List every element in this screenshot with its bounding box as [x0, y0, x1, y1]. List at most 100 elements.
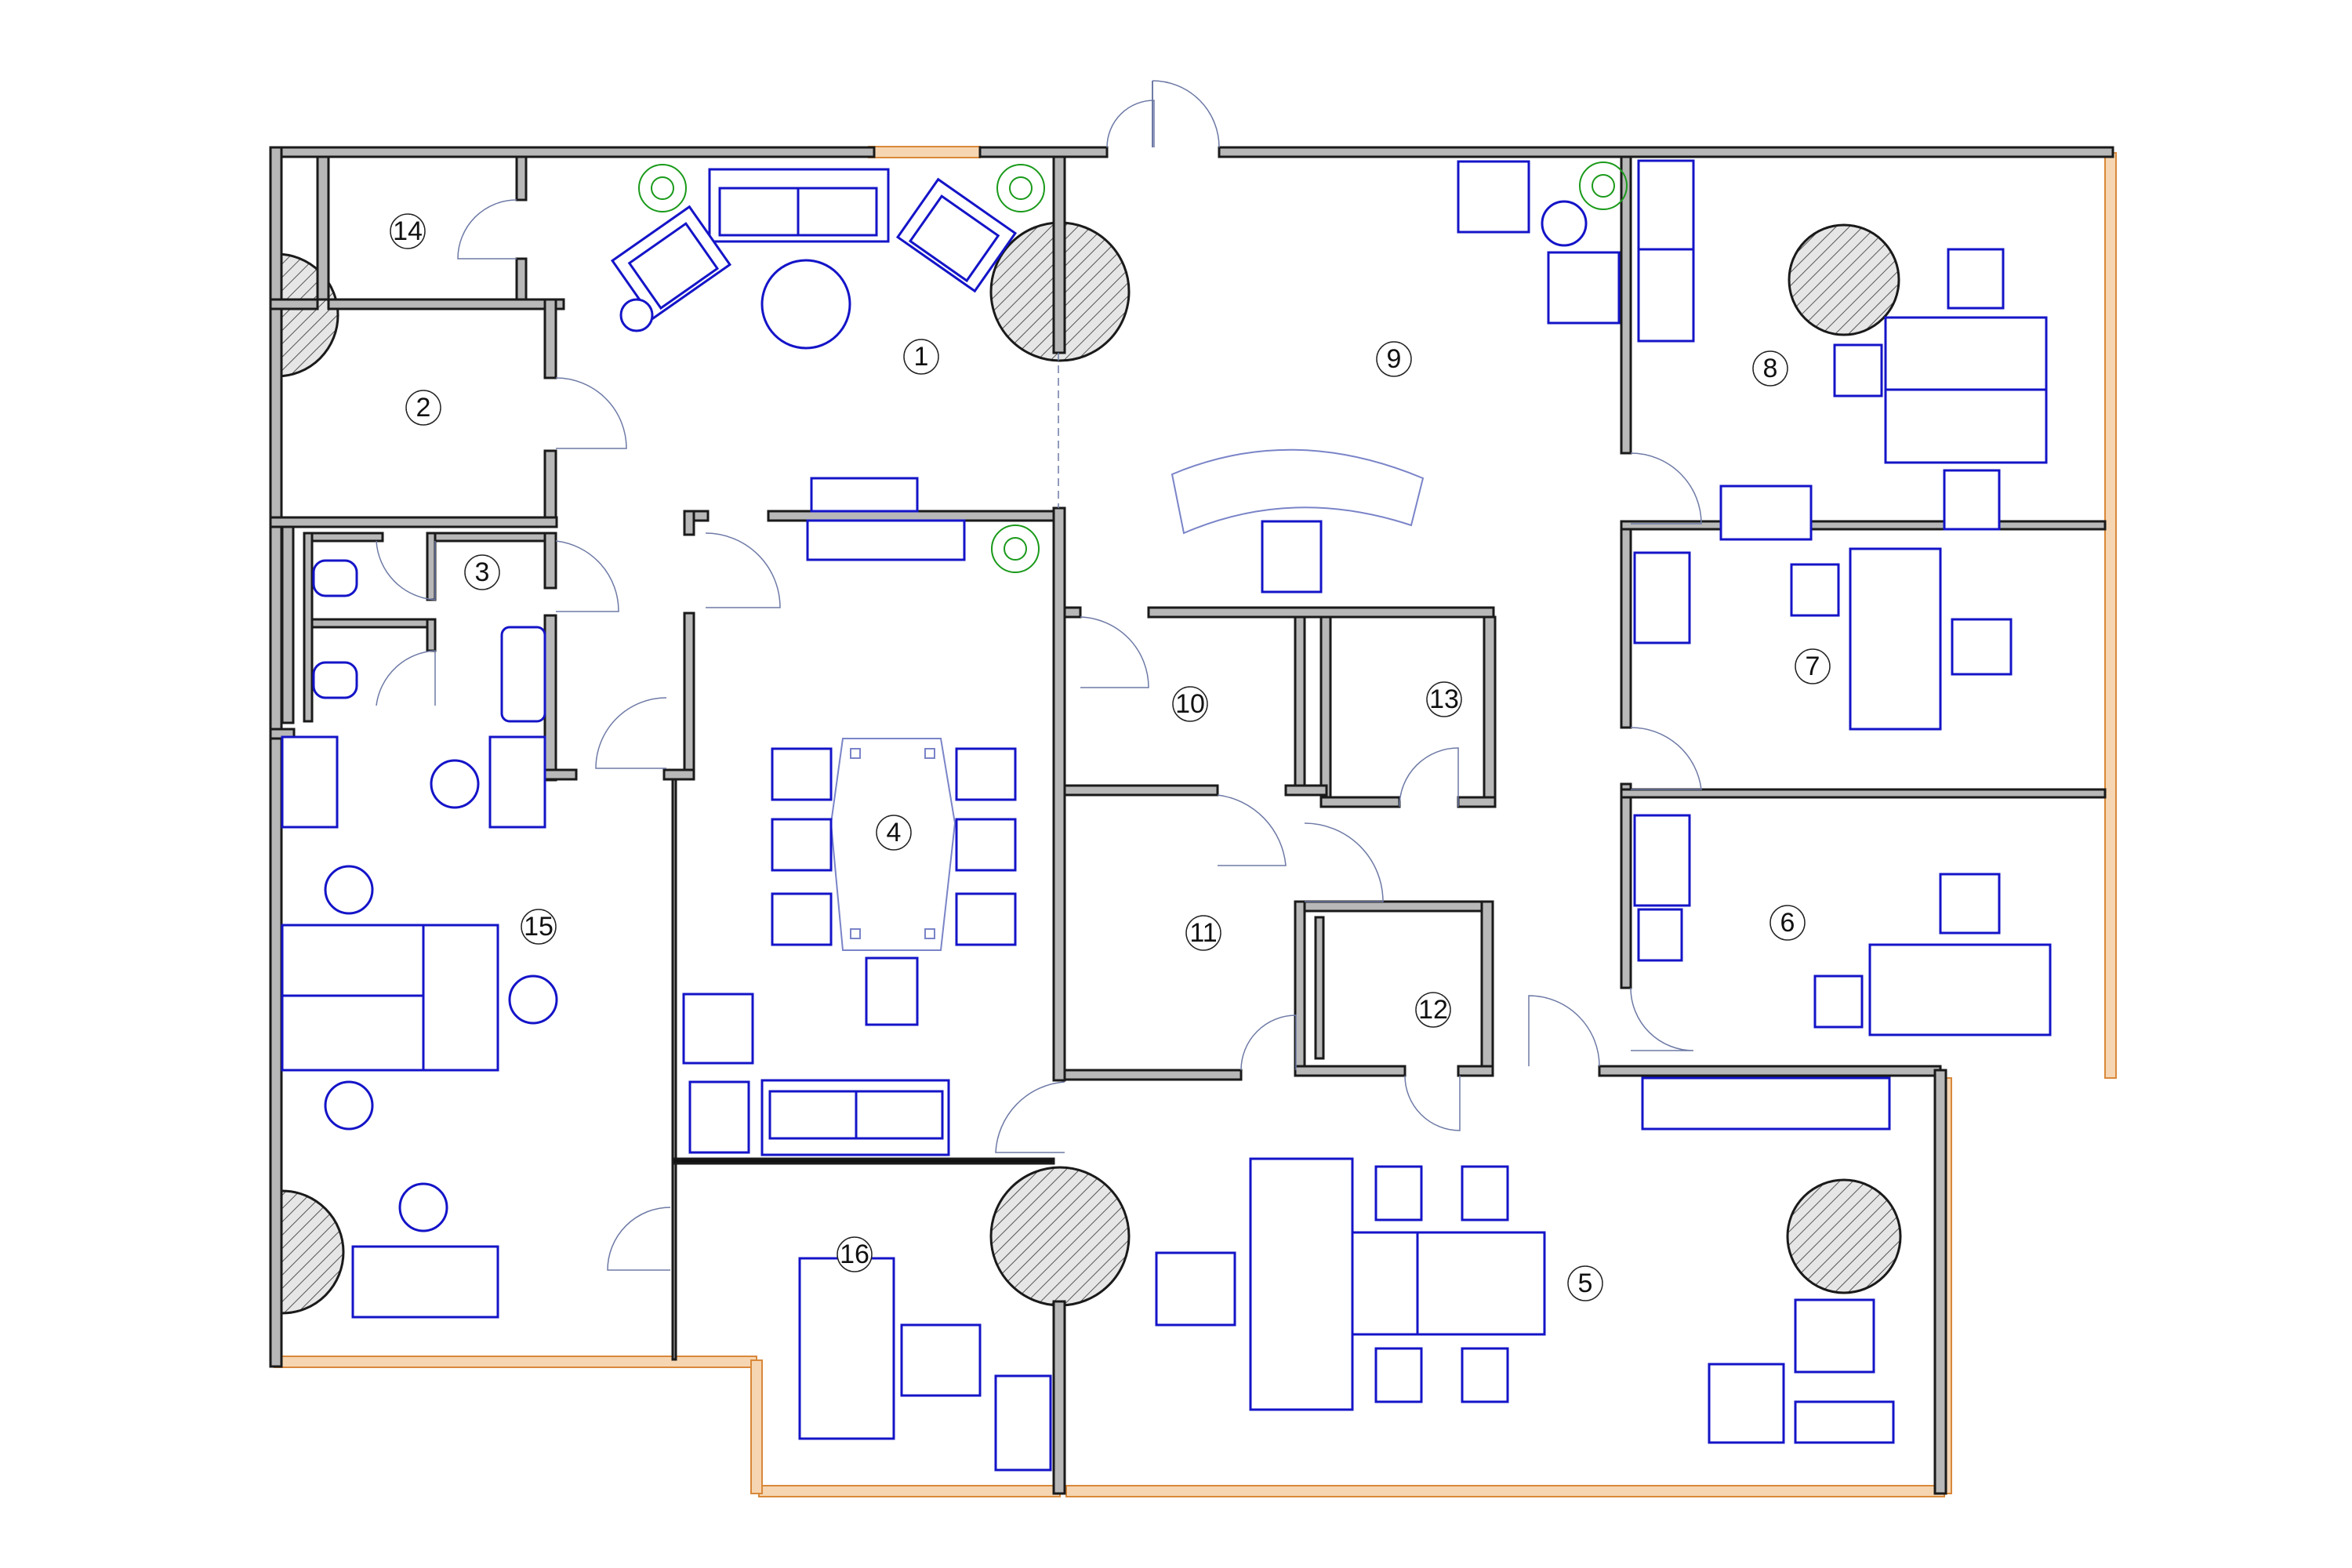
wall: [1147, 606, 1495, 619]
room-label-8: 8: [1752, 350, 1788, 387]
room-label-4: 4: [876, 815, 912, 851]
wall: [426, 532, 437, 601]
wall: [1483, 615, 1497, 799]
wall: [269, 516, 558, 528]
door-icon: [1152, 80, 1220, 148]
wall: [1063, 1069, 1243, 1081]
wall: [543, 298, 557, 379]
office-chair-icon: [1833, 343, 1883, 397]
wall: [1319, 615, 1332, 799]
armchair-icon: [1457, 160, 1530, 234]
cabinet-icon: [994, 1374, 1052, 1472]
plant-icon: [1579, 162, 1628, 210]
room-label-1: 1: [903, 339, 939, 375]
desk-icon: [422, 924, 499, 1072]
wall: [426, 618, 437, 652]
desk-icon: [281, 924, 425, 1072]
door-icon: [376, 540, 436, 601]
window-south-room15: [274, 1356, 757, 1368]
svg-text:12: 12: [1418, 995, 1448, 1025]
desk-icon: [1849, 547, 1942, 731]
room-label-13: 13: [1426, 681, 1462, 717]
plant-icon: [638, 164, 687, 212]
wall: [1052, 1300, 1066, 1495]
column-icon: [989, 1166, 1131, 1307]
door-icon: [1399, 747, 1459, 808]
meeting-chairs: [771, 747, 1017, 1026]
room-label-11: 11: [1185, 915, 1221, 951]
wall: [662, 768, 695, 781]
room-label-16: 16: [837, 1236, 873, 1272]
office-chair-icon: [1261, 520, 1323, 593]
wall: [434, 532, 546, 543]
wall: [1620, 520, 2107, 531]
svg-text:5: 5: [1578, 1269, 1593, 1298]
door-icon: [1630, 452, 1702, 524]
wall: [1620, 155, 1632, 455]
office-chair-icon: [324, 1080, 374, 1131]
wall: [1598, 1065, 1942, 1077]
sofa-icon: [708, 168, 890, 243]
door-icon: [1404, 1075, 1461, 1131]
wall: [671, 1157, 1055, 1165]
desk-icon: [488, 735, 546, 829]
wall: [281, 525, 295, 724]
side-table-icon: [688, 1080, 750, 1154]
office-chair-icon: [1951, 618, 2013, 676]
cabinet-icon: [1641, 1076, 1891, 1131]
plant-icon: [996, 164, 1045, 212]
armchair-icon: [865, 956, 919, 1026]
room-label-3: 3: [464, 554, 500, 590]
door-icon: [376, 650, 436, 706]
wall: [515, 155, 528, 201]
desk-icon: [798, 1257, 895, 1440]
door-icon: [457, 199, 517, 260]
cabinet-icon: [1633, 814, 1691, 907]
armchair-icon: [900, 1323, 982, 1397]
office-chair-icon: [1947, 248, 2005, 310]
office-chair-icon: [1943, 469, 2001, 531]
wall: [316, 155, 330, 301]
wall: [1052, 506, 1066, 1082]
armchair-icon: [955, 747, 1017, 801]
wall: [1284, 784, 1328, 797]
door-icon: [1106, 100, 1155, 148]
wall: [543, 614, 557, 782]
room-label-14: 14: [390, 213, 426, 249]
cabinet-icon: [1637, 159, 1695, 343]
office-chair-icon: [1637, 908, 1683, 962]
coffee-table-icon: [760, 259, 851, 350]
wall: [1063, 606, 1082, 619]
office-chair-icon: [1813, 975, 1864, 1029]
cabinet-icon: [1633, 551, 1691, 644]
cabinet-icon: [1719, 485, 1813, 541]
walls: [269, 146, 2114, 1495]
room-label-12: 12: [1415, 992, 1451, 1028]
wall: [1620, 788, 2107, 799]
svg-text:2: 2: [416, 393, 431, 423]
wall: [767, 510, 1055, 522]
wall: [1052, 155, 1066, 354]
side-table-icon: [1794, 1400, 1895, 1444]
doors: [376, 80, 1702, 1271]
toilet-icon: [312, 559, 358, 597]
wall: [1319, 796, 1401, 808]
wall: [671, 778, 677, 1361]
door-icon: [1630, 987, 1694, 1051]
door-icon: [607, 1207, 671, 1271]
wall: [515, 257, 528, 301]
wall: [1294, 615, 1306, 791]
svg-text:3: 3: [475, 557, 490, 587]
side-table-icon: [1541, 200, 1588, 247]
room-label-5: 5: [1567, 1265, 1603, 1301]
armchair-icon: [682, 993, 754, 1065]
svg-text:1: 1: [914, 342, 929, 372]
wall: [1457, 796, 1497, 808]
armchair-icon: [1374, 1347, 1423, 1403]
door-icon: [555, 377, 627, 449]
office-chair-icon: [1790, 563, 1840, 617]
wall: [1218, 146, 2114, 158]
wall: [269, 146, 283, 1368]
office-chair-icon: [1939, 873, 2001, 935]
armchair-icon: [771, 818, 833, 872]
